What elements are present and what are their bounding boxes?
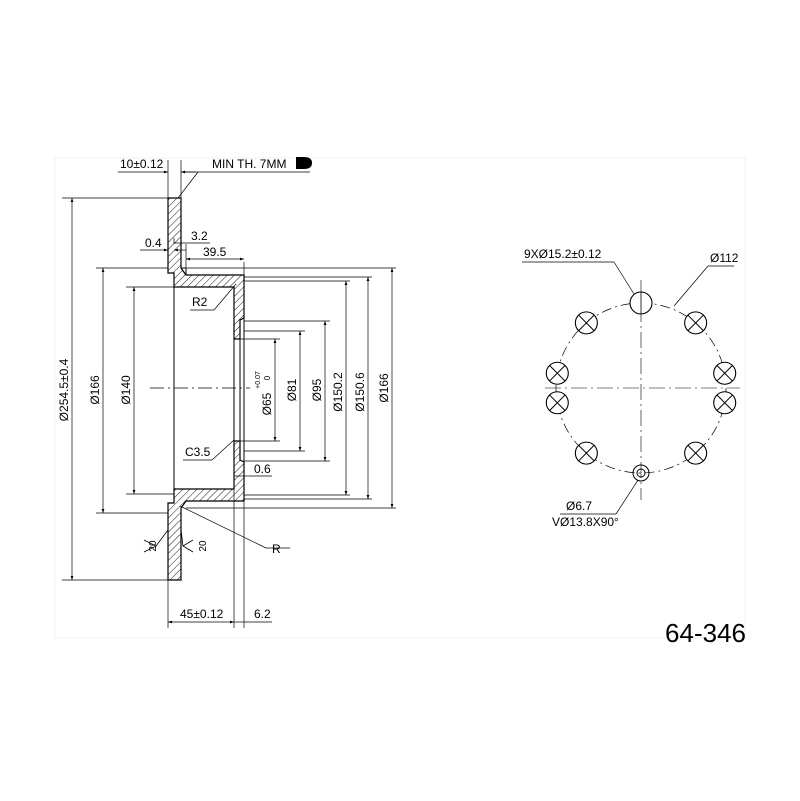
bolt-hole xyxy=(713,361,737,385)
dim-gap-04: 0.4 xyxy=(145,236,162,250)
dim-thickness: 10±0.12 xyxy=(120,157,164,171)
bolt-hole xyxy=(545,361,569,385)
pin-hole-countersink xyxy=(632,464,650,482)
section-lower xyxy=(167,440,245,581)
dim-95: Ø95 xyxy=(310,378,324,401)
surface-finish-right xyxy=(180,529,194,553)
dim-bolt-holes: 9XØ15.2±0.12 xyxy=(524,247,602,261)
bolt-holes xyxy=(545,291,737,465)
dim-tol-upper: +0.07 xyxy=(255,371,262,389)
dim-81: Ø81 xyxy=(285,378,299,401)
dim-center-bore: Ø65 xyxy=(260,392,274,415)
pin-hole xyxy=(636,468,646,478)
dim-pin-hole: Ø6.7 xyxy=(566,499,592,513)
bolt-hole xyxy=(713,391,737,415)
pitch-circle xyxy=(555,302,727,474)
dim-166-left: Ø166 xyxy=(88,375,102,405)
bolt-hole xyxy=(545,391,569,415)
part-number: 64-346 xyxy=(665,618,746,648)
dim-tol-lower: 0 xyxy=(263,375,272,380)
dim-outer-diameter: Ø254.5±0.4 xyxy=(57,358,71,421)
front-labels: 9XØ15.2±0.12 Ø112 Ø6.7 VØ13.8X90° xyxy=(524,247,739,529)
dim-140: Ø140 xyxy=(119,375,133,405)
dim-countersink: VØ13.8X90° xyxy=(552,515,619,529)
dim-1502: Ø150.2 xyxy=(331,372,345,412)
section-labels: 10±0.12 MIN TH. 7MM Ø254.5±0.4 Ø166 Ø140… xyxy=(57,157,391,621)
bolt-hole xyxy=(574,441,598,465)
dim-offset-62: 6.2 xyxy=(254,607,271,621)
dim-gap-06: 0.6 xyxy=(254,462,271,476)
dim-pcd: Ø112 xyxy=(710,251,739,265)
dim-chamfer: C3.5 xyxy=(185,445,211,459)
front-view xyxy=(522,261,740,515)
bolt-hole xyxy=(684,311,708,335)
min-thickness-symbol-icon xyxy=(296,157,312,169)
dim-height-45: 45±0.12 xyxy=(180,607,224,621)
bolt-hole xyxy=(629,291,653,315)
dimension-lines xyxy=(70,170,394,624)
dim-depth-395: 39.5 xyxy=(203,245,227,259)
section-view xyxy=(150,197,250,581)
extension-lines xyxy=(62,160,396,628)
sheet-frame xyxy=(54,157,746,639)
dim-radius-r2: R2 xyxy=(192,295,208,309)
dim-radius-r: R xyxy=(272,542,281,556)
surface-angle-left: 20 xyxy=(148,540,159,552)
section-upper xyxy=(167,197,245,340)
bolt-hole xyxy=(684,441,708,465)
dim-166-right: Ø166 xyxy=(377,373,391,403)
dim-min-thickness: MIN TH. 7MM xyxy=(212,157,286,171)
dim-wall-32: 3.2 xyxy=(191,229,208,243)
surface-finish-left xyxy=(143,529,169,553)
dim-1506: Ø150.6 xyxy=(353,372,367,412)
bolt-hole xyxy=(574,311,598,335)
surface-angle-right: 20 xyxy=(198,540,209,552)
